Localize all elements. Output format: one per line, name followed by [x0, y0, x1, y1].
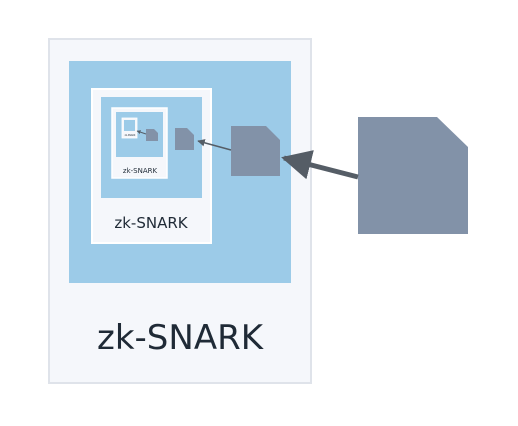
- outer-arrow: [281, 150, 359, 180]
- medium-proof-document: [197, 126, 280, 176]
- middle-arrow: [197, 139, 232, 151]
- inner-zk-snark-label: zk-SNARK: [123, 167, 158, 175]
- innermost-blue-panel: [124, 120, 135, 131]
- innermost-zk-snark-label: zk-SNARK: [125, 134, 136, 137]
- small-proof-document: [175, 128, 194, 150]
- large-proof-document: [281, 117, 468, 234]
- innermost-zk-snark-card: zk-SNARK: [121, 117, 138, 139]
- inner-arrow: [136, 130, 147, 135]
- document-icon: [231, 126, 280, 176]
- outer-zk-snark-label: zk-SNARK: [97, 318, 265, 358]
- inner-zk-snark-card: zk-SNARK: [111, 107, 168, 179]
- document-icon: [175, 128, 194, 150]
- document-icon: [358, 117, 468, 234]
- tiny-proof-document: [136, 129, 158, 141]
- document-icon: [146, 129, 158, 141]
- middle-zk-snark-label: zk-SNARK: [114, 214, 188, 232]
